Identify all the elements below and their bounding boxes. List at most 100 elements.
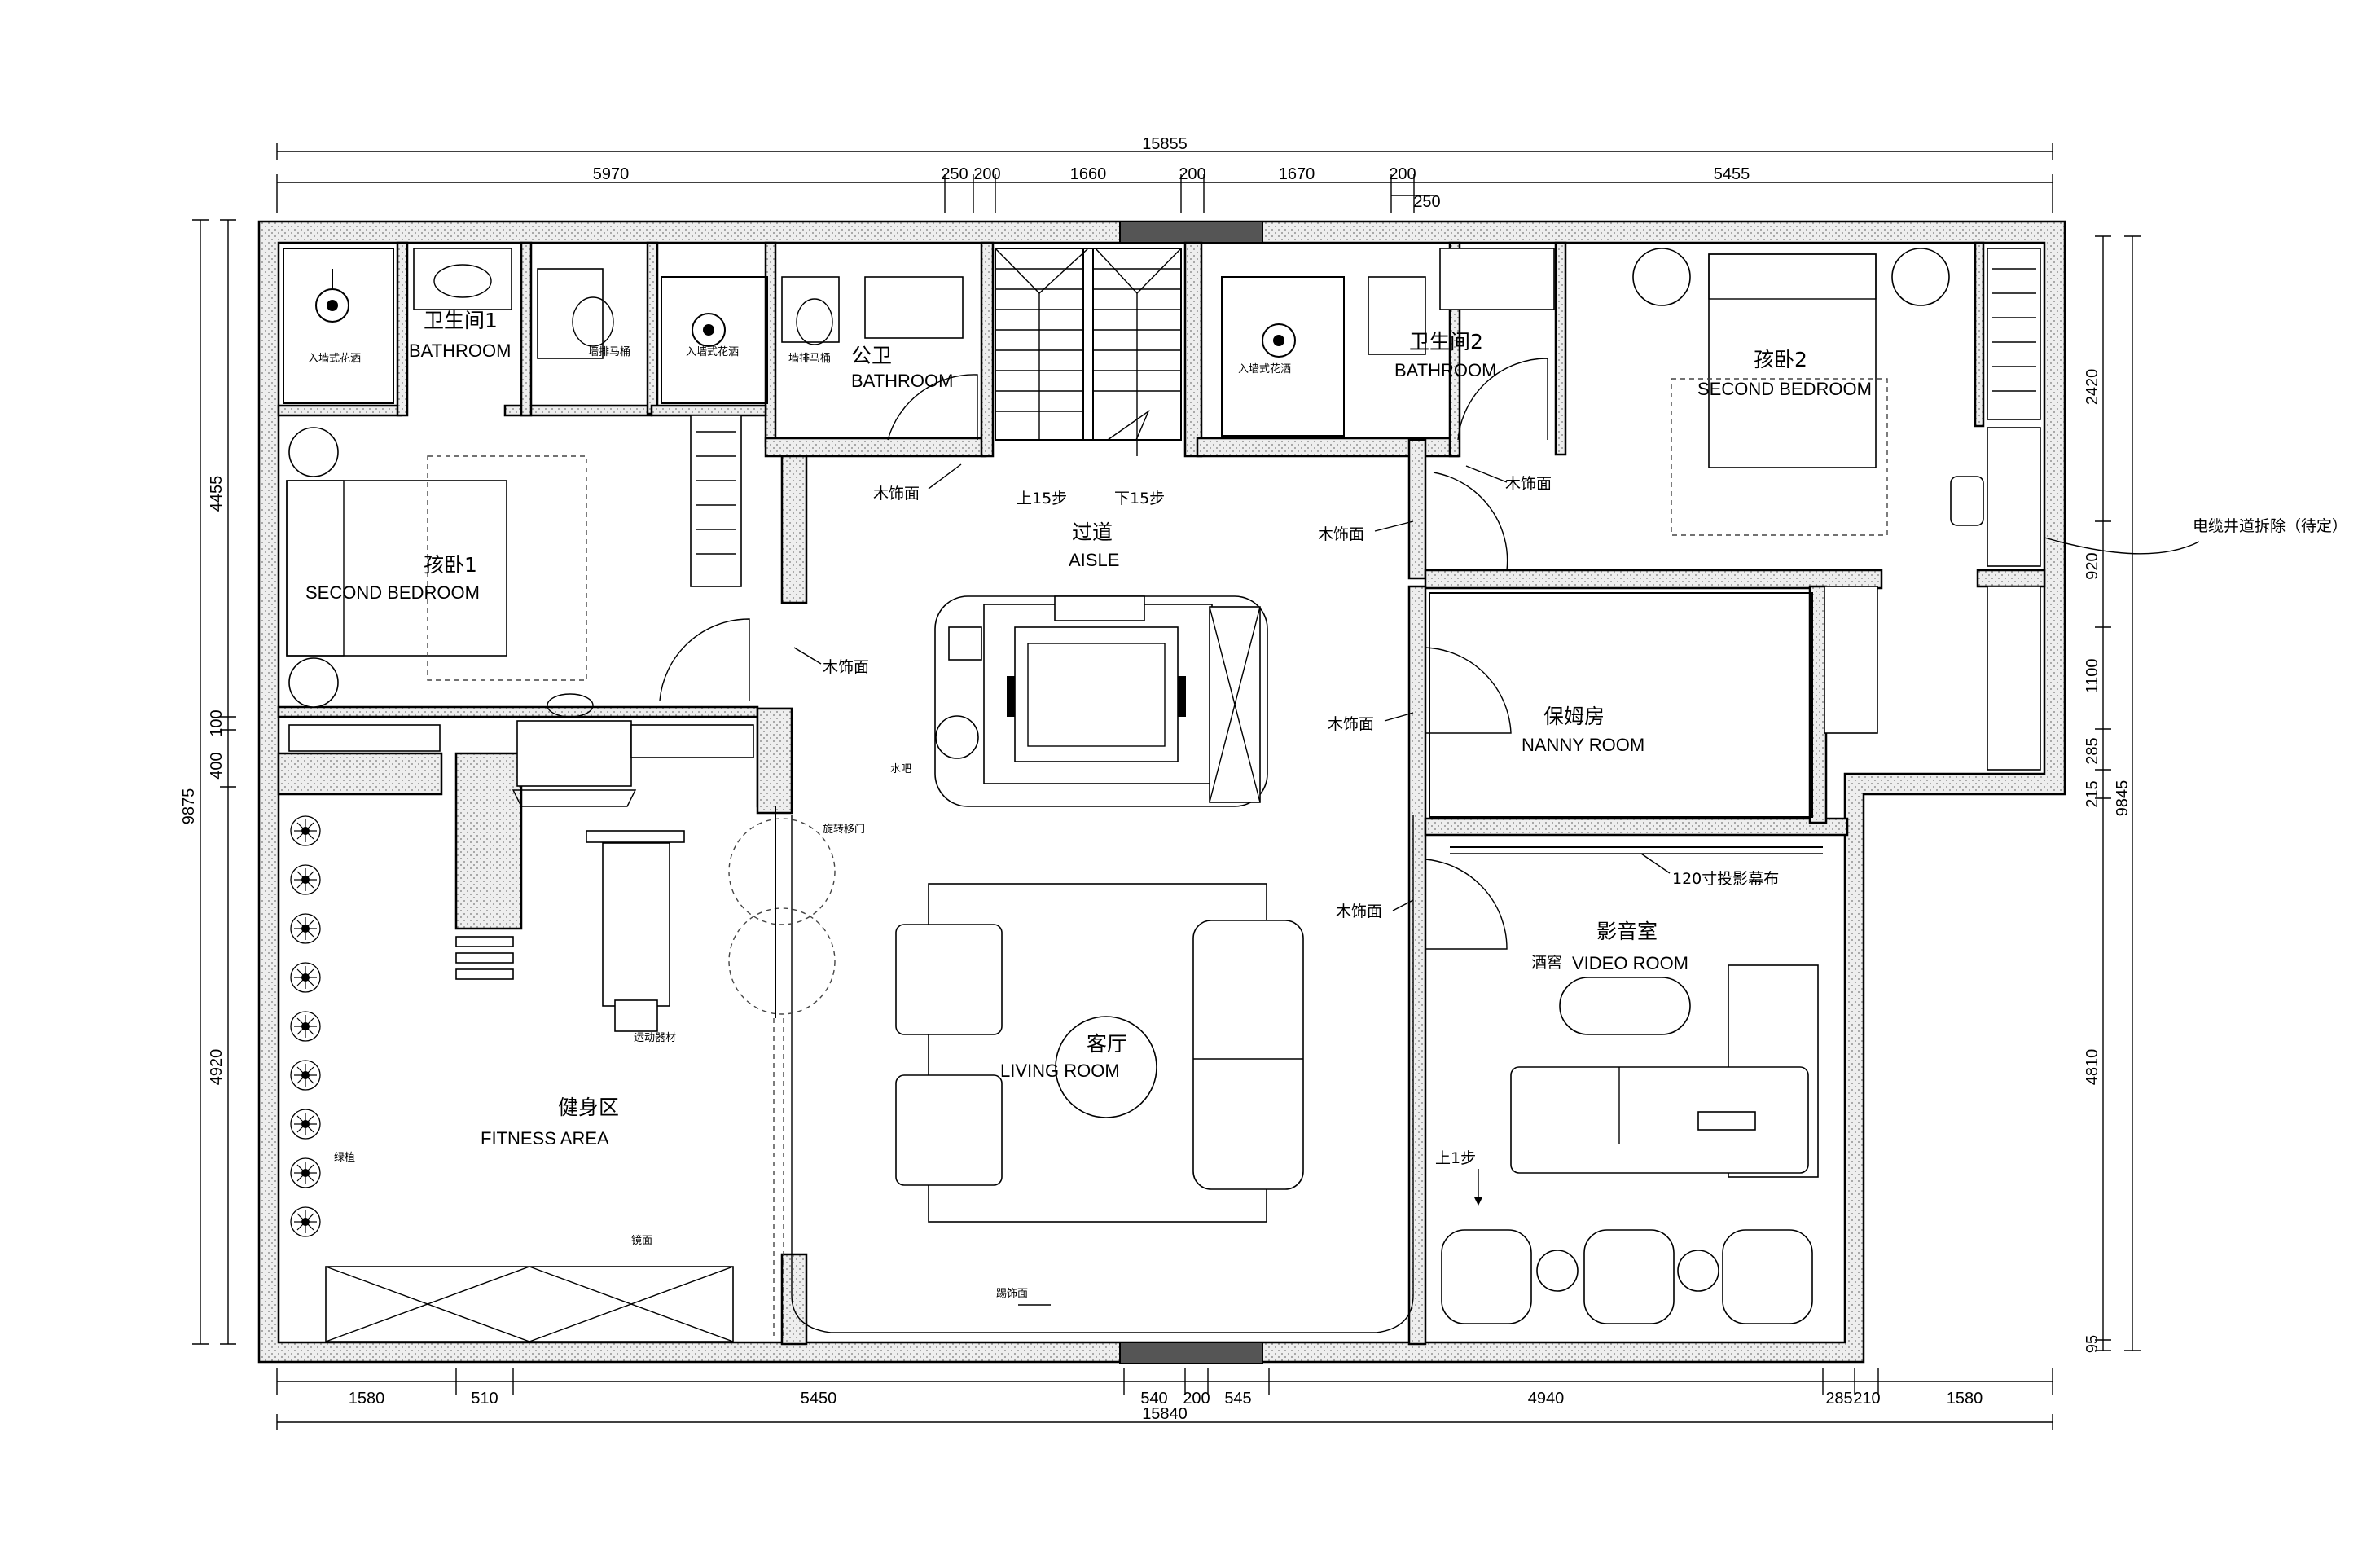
- dim-right-6: 4810: [2084, 1049, 2101, 1086]
- bathroom-1: 入墙式花洒 墙排马桶 卫生间1 BATHROOM: [283, 248, 630, 404]
- pubbath-cn: 公卫: [851, 344, 892, 367]
- dimension-right: 2420 920 1100 285 215 4810 95 9845: [2084, 235, 2141, 1353]
- bath2-en: BATHROOM: [1394, 360, 1496, 380]
- dim-right-4: 285: [2084, 737, 2101, 764]
- living-en: LIVING ROOM: [1000, 1061, 1120, 1081]
- fitness-area: 运动器材 绿植 镜面 健身区 FITNESS AREA 旋转移门: [290, 789, 865, 1342]
- dim-bottom-3: 5450: [801, 1390, 837, 1408]
- dimension-bottom: 1580 510 5450 540 200 545 4940 285 210 1…: [276, 1368, 2053, 1430]
- wardrobe-4: [1824, 586, 1878, 734]
- living-room: 客厅 LIVING ROOM 踢饰面: [791, 815, 1414, 1333]
- water-bar-note: 水吧: [890, 763, 911, 775]
- dim-top-7: 200: [1389, 165, 1416, 183]
- dim-top-6: 1670: [1279, 165, 1315, 183]
- shower-note-3: 入墙式花洒: [1238, 362, 1291, 376]
- dim-bottom-10: 1580: [1947, 1390, 1983, 1408]
- dim-right-7: 95: [2084, 1335, 2101, 1353]
- wood-trim-2: 木饰面: [1318, 525, 1364, 543]
- bedroom-2: 孩卧2 SECOND BEDROOM: [1425, 248, 2041, 771]
- wood-trim-6: 木饰面: [1336, 903, 1382, 920]
- aisle-cn: 过道: [1072, 520, 1113, 544]
- sink-3: [1439, 248, 1555, 310]
- dim-bottom-total: 15840: [1142, 1405, 1188, 1423]
- bar-sink: [935, 715, 979, 759]
- wardrobe-1: [690, 415, 742, 587]
- armchair-1: [1441, 1229, 1532, 1324]
- dim-left-3: 400: [208, 752, 226, 779]
- shower-icon-2: [692, 313, 726, 347]
- bath1-en: BATHROOM: [409, 340, 511, 361]
- fitness-en: FITNESS AREA: [481, 1128, 609, 1149]
- up-15-label: 上15步: [1017, 490, 1067, 507]
- bed1-en: SECOND BEDROOM: [305, 582, 480, 603]
- public-bathroom: 入墙式花洒 墙排马桶 公卫 BATHROOM: [661, 276, 978, 441]
- armchair-2: [1583, 1229, 1675, 1324]
- cable-shaft-note: 电缆井道拆除（待定）: [2193, 517, 2347, 535]
- up-1-label: 上1步: [1435, 1149, 1476, 1167]
- dim-top-2: 250: [941, 165, 968, 183]
- dim-left-2: 100: [208, 709, 226, 736]
- video-cn: 影音室: [1596, 920, 1658, 943]
- nanny-room: 保姆房 NANNY ROOM: [1425, 592, 1813, 818]
- bed-2: [1708, 253, 1877, 468]
- dim-left-outer: 9875: [180, 788, 198, 825]
- nanny-cn: 保姆房: [1543, 705, 1605, 728]
- dim-top-8: 5455: [1714, 165, 1750, 183]
- dim-bottom-7: 4940: [1528, 1390, 1565, 1408]
- wood-trim-3: 木饰面: [1505, 475, 1552, 493]
- living-cn: 客厅: [1087, 1032, 1127, 1056]
- column-top: [1119, 221, 1263, 244]
- sink-1: [413, 248, 512, 310]
- sofa: [1192, 920, 1304, 1190]
- bed1-cn: 孩卧1: [424, 553, 477, 577]
- video-en: VIDEO ROOM: [1572, 953, 1688, 973]
- bath1-cn: 卫生间1: [424, 309, 498, 332]
- wardrobe-2: [1987, 248, 2041, 420]
- toilet-note-2: 墙排马桶: [788, 353, 831, 365]
- toilet-1: [537, 268, 604, 359]
- lounge-chair-1: [895, 924, 1003, 1035]
- wine-label: 酒窖: [1531, 954, 1562, 972]
- water-bar-sink-frame: [1014, 626, 1179, 762]
- bath2-cn: 卫生间2: [1409, 330, 1483, 354]
- mirror-cabinet: [325, 1266, 734, 1342]
- bed2-cn: 孩卧2: [1754, 348, 1807, 371]
- staircase: 上15步 下15步: [995, 248, 1182, 507]
- dim-top-5: 200: [1179, 165, 1205, 183]
- dim-top-4: 1660: [1070, 165, 1107, 183]
- bedroom-1: 孩卧1 SECOND BEDROOM: [286, 415, 754, 787]
- dimension-left: 9875 4455 100 400 4920: [180, 219, 236, 1345]
- aisle-en: AISLE: [1069, 550, 1119, 570]
- dim-left-4: 4920: [208, 1049, 226, 1086]
- dim-left-1: 4455: [208, 476, 226, 512]
- down-15-label: 下15步: [1114, 490, 1165, 507]
- mirror-note: 镜面: [631, 1235, 652, 1247]
- dim-bottom-4: 540: [1140, 1390, 1167, 1408]
- ottoman: [1559, 977, 1691, 1035]
- shower-note-2: 入墙式花洒: [686, 345, 739, 358]
- bench: [602, 842, 670, 1007]
- screen-note: 120寸投影幕布: [1672, 870, 1779, 888]
- dim-top-total: 15855: [1142, 135, 1188, 153]
- aisle: 过道 AISLE 水吧: [890, 520, 1268, 807]
- bed2-en: SECOND BEDROOM: [1697, 379, 1872, 399]
- dim-top-1: 5970: [593, 165, 630, 183]
- rotating-door-note: 旋转移门: [823, 824, 865, 836]
- sports-note: 运动器材: [634, 1032, 676, 1044]
- wood-trim-1: 木饰面: [873, 485, 920, 503]
- lounge-chair-2: [895, 1074, 1003, 1186]
- bed-1: [286, 480, 507, 657]
- coffee-table: [1055, 1016, 1157, 1118]
- dim-bottom-8: 285: [1825, 1390, 1852, 1408]
- wood-trim-5: 木饰面: [1328, 715, 1374, 733]
- greenery-note: 绿植: [334, 1152, 355, 1164]
- nanny-en: NANNY ROOM: [1522, 735, 1644, 755]
- dim-right-outer: 9845: [2114, 780, 2132, 817]
- dim-bottom-5: 200: [1183, 1390, 1210, 1408]
- wardrobe-3: [1987, 586, 2041, 771]
- toilet-3: [1368, 276, 1426, 355]
- dim-bottom-1: 1580: [349, 1390, 385, 1408]
- dim-right-5: 215: [2084, 780, 2101, 807]
- dim-bottom-2: 510: [471, 1390, 498, 1408]
